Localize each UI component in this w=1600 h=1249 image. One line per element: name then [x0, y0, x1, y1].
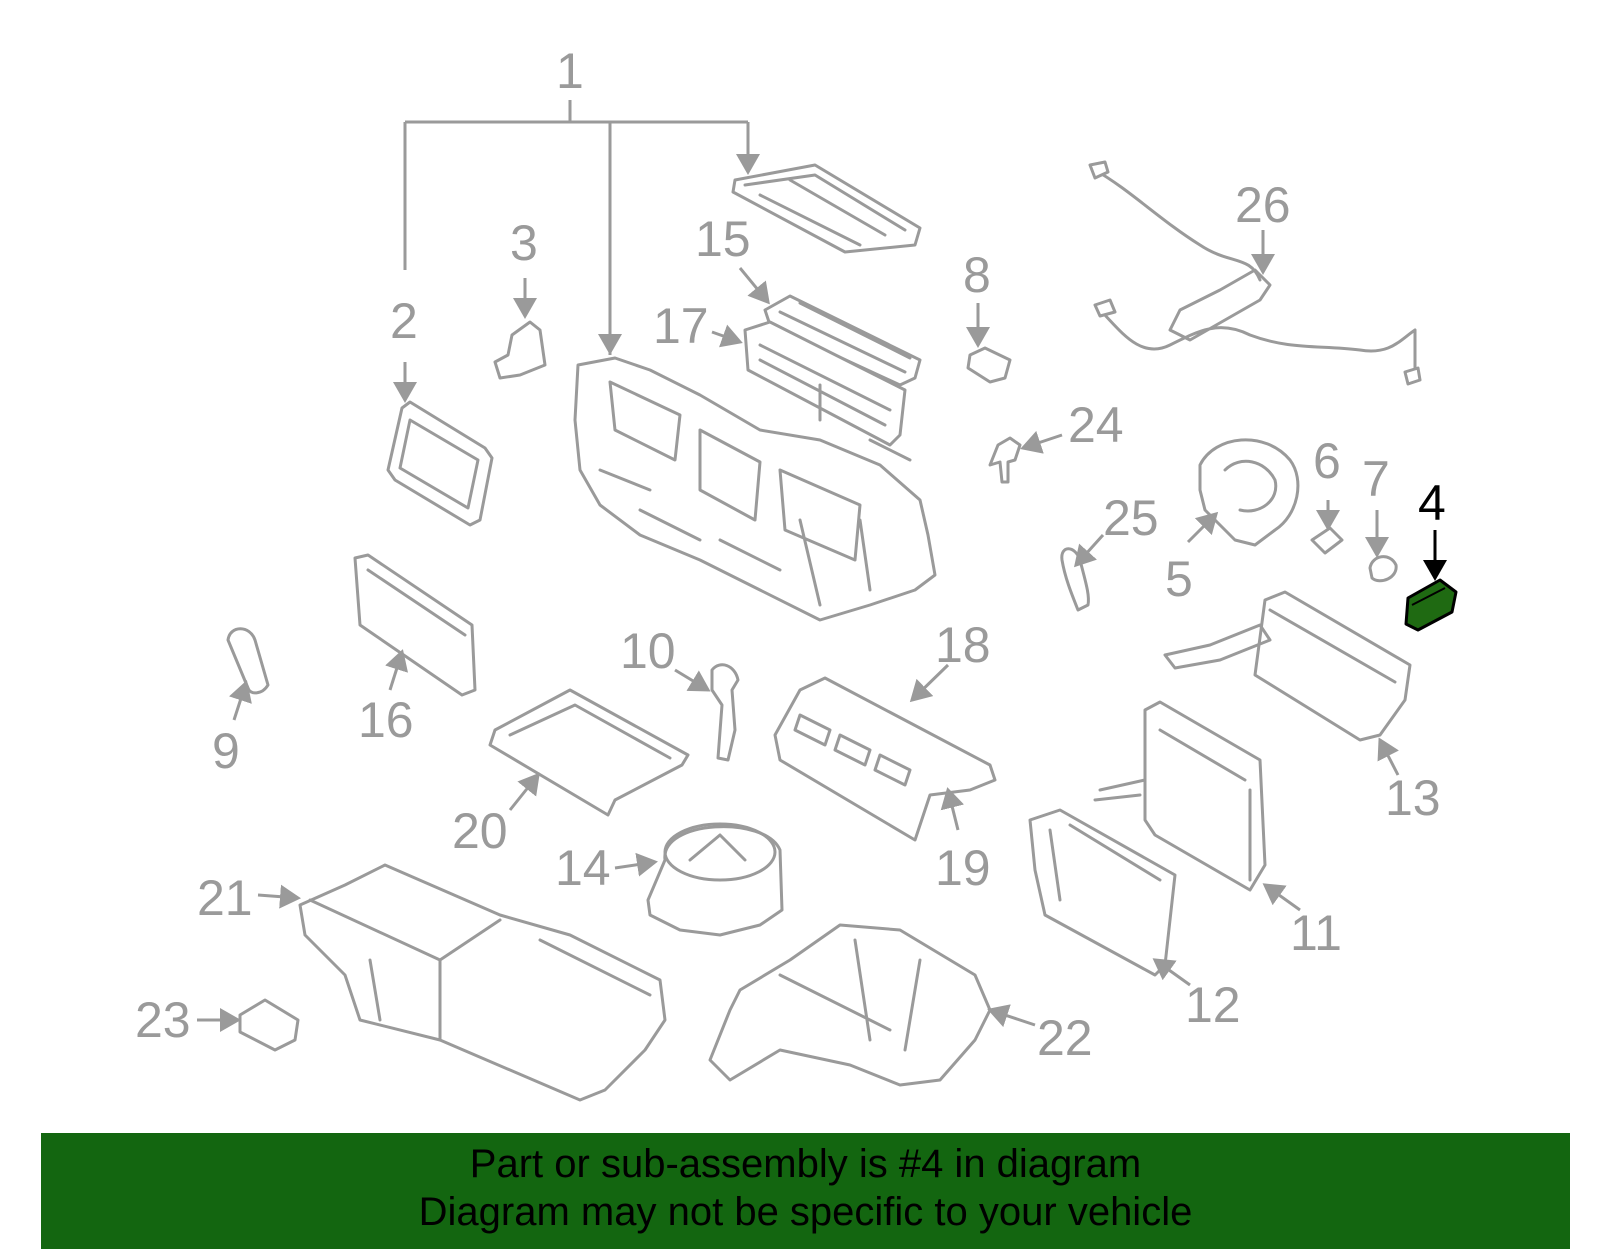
part-17-door-assembly[interactable] — [743, 320, 912, 462]
callout-1: 1 — [556, 43, 584, 99]
hvac-exploded-diagram: 1 2 3 4 5 6 7 8 9 10 11 12 13 14 15 16 1… — [135, 43, 1458, 1102]
part-6-clip[interactable] — [1310, 526, 1344, 555]
callout-23: 23 — [135, 992, 191, 1048]
callout-9: 9 — [212, 723, 240, 779]
info-banner: Part or sub-assembly is #4 in diagram Di… — [41, 1133, 1570, 1249]
part-23-actuator[interactable] — [238, 998, 300, 1052]
banner-part-line: Part or sub-assembly is #4 in diagram — [469, 1142, 1142, 1186]
callout-4: 4 — [1418, 475, 1446, 531]
callout-7: 7 — [1362, 451, 1390, 507]
part-16-filter[interactable] — [353, 553, 477, 697]
part-24-sensor[interactable] — [988, 436, 1022, 484]
callout-24: 24 — [1068, 397, 1124, 453]
callout-6: 6 — [1313, 433, 1341, 489]
part-4-highlighted[interactable] — [1404, 578, 1458, 632]
callout-1-group — [403, 100, 760, 355]
part-21-lower-case[interactable] — [298, 863, 667, 1102]
callout-14: 14 — [555, 840, 611, 896]
callout-leaders — [197, 230, 1447, 1032]
part-22-blower-case[interactable] — [708, 923, 992, 1087]
callout-19: 19 — [935, 840, 991, 896]
callout-2: 2 — [390, 293, 418, 349]
callout-11: 11 — [1290, 905, 1342, 961]
part-11-evaporator[interactable] — [1093, 700, 1267, 892]
part-14-blower-motor[interactable] — [646, 822, 784, 937]
part-cover-top[interactable] — [731, 163, 922, 254]
callout-18: 18 — [935, 617, 991, 673]
callout-21: 21 — [197, 870, 253, 926]
callout-20: 20 — [452, 803, 508, 859]
callout-17: 17 — [653, 298, 709, 354]
part-25-hose[interactable] — [1060, 547, 1090, 612]
part-10-link[interactable] — [710, 663, 740, 762]
callout-1-bracket — [403, 100, 750, 355]
part-2-filter-frame[interactable] — [386, 400, 494, 527]
callout-3: 3 — [510, 215, 538, 271]
callout-15: 15 — [695, 211, 751, 267]
part-26-wiring-harness[interactable] — [1088, 160, 1422, 386]
callout-5: 5 — [1165, 551, 1193, 607]
callout-12: 12 — [1185, 977, 1241, 1033]
part-20-tray[interactable] — [488, 688, 690, 817]
part-5-blower-scroll[interactable] — [1198, 438, 1300, 547]
callout-16: 16 — [358, 692, 414, 748]
part-7-grommet[interactable] — [1368, 555, 1398, 583]
part-3-bracket[interactable] — [493, 320, 547, 380]
part-housing-main[interactable] — [573, 356, 937, 622]
part-9-pin[interactable] — [226, 627, 270, 695]
callout-10: 10 — [620, 623, 676, 679]
part-13-heater-core[interactable] — [1163, 590, 1412, 742]
callout-8: 8 — [963, 247, 991, 303]
banner-disclaimer-line: Diagram may not be specific to your vehi… — [418, 1190, 1193, 1234]
part-18-door[interactable] — [773, 676, 997, 842]
callout-22: 22 — [1037, 1010, 1093, 1066]
part-8-connector[interactable] — [966, 346, 1012, 384]
callout-25: 25 — [1103, 490, 1159, 546]
callout-26: 26 — [1235, 177, 1291, 233]
callout-labels: 1 2 3 4 5 6 7 8 9 10 11 12 13 14 15 16 1… — [135, 43, 1446, 1066]
callout-13: 13 — [1385, 770, 1441, 826]
